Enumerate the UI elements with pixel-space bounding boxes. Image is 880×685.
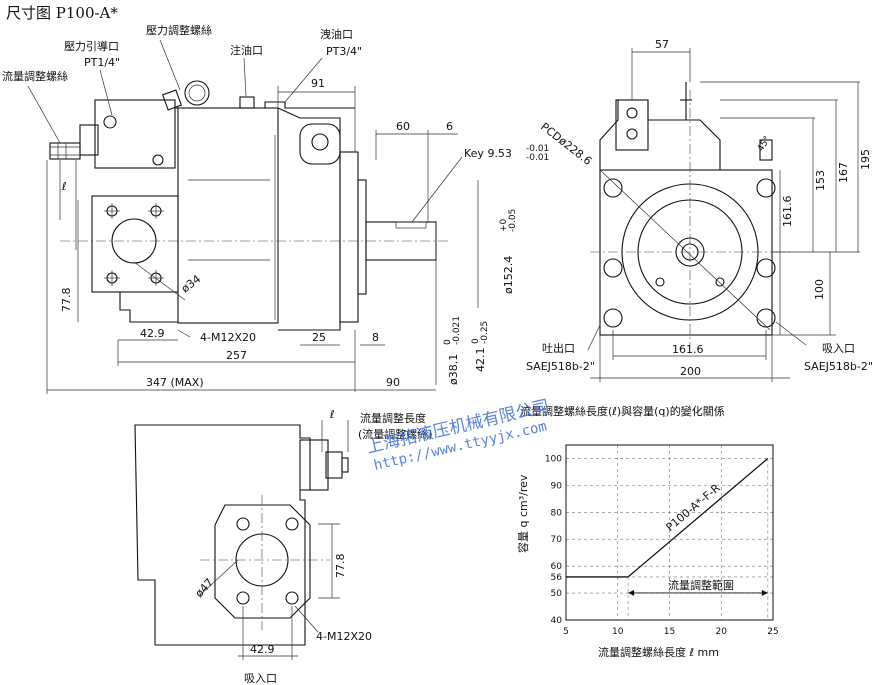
chart-axes [565,444,774,621]
front-view: 91 60 6 Key 9.53 -0.01 -0.01 ø152.4 +0 -… [2,23,549,394]
key-tol-lower: -0.01 [526,153,549,163]
y-tick-label: 80 [551,508,563,518]
flow-screw-label: 流量調整螺絲 [2,69,68,83]
dim-161-6-h: 161.6 [672,343,704,356]
y-tick-label: 56 [551,573,563,583]
chart-title: 流量調整螺絲長度(ℓ)與容量(q)的變化關係 [520,404,725,418]
pilot-block [94,99,176,169]
shaft-dia: ø38.1 [447,354,460,385]
bolts-label-2: 4-M12X20 [316,630,372,643]
outlet-flange [91,195,179,293]
shaft-tol-upper: 0 [443,339,453,345]
inlet-port-dia: ø47 [193,576,217,600]
spigot-tol-upper: +0 [499,218,509,232]
shaft-len: 42.1 [474,348,487,373]
ell-label-2: ℓ [329,408,335,421]
outlet-spec: SAEJ518b-2" [526,360,595,373]
dim-8: 8 [372,331,379,344]
dim-153: 153 [814,170,827,191]
chart-xlabel: 流量調整螺絲長度 ℓ mm [598,645,719,659]
range-arrow-head-left [628,589,635,596]
y-tick-label: 70 [551,535,563,545]
x-tick-label: 15 [664,627,675,637]
dim-77-8: 77.8 [60,288,73,313]
mounting-flange [339,151,359,323]
x-tick-label: 25 [767,627,778,637]
spigot-dia: ø152.4 [502,256,515,294]
drain-port-size: PT3/4" [326,45,362,58]
side-view: PCDø228.6 45° 57 195 167 153 161.6 100 1… [526,38,873,382]
dim-6: 6 [446,120,453,133]
chart-series [566,457,769,620]
dim-25: 25 [312,331,326,344]
pilot-port-size: PT1/4" [84,56,120,69]
y-tick-label: 50 [551,589,563,599]
inlet-flange [214,504,311,619]
inlet-view: ℓ 流量調整長度 (流量調整螺絲) 77.8 ø47 4-M12X20 42.9… [134,408,433,685]
drain-port-label: 洩油口 [320,27,353,41]
dim-347: 347 (MAX) [146,376,204,389]
inlet-label: 吸入口 [822,342,855,355]
x-tick-label: 5 [563,627,569,637]
dim-200: 200 [680,365,701,378]
dim-42-9: 42.9 [140,327,165,340]
pressure-handwheel [184,80,210,106]
outlet-port [111,218,157,264]
shaft-len-tol-lower: -0.25 [480,321,490,344]
flow-chart: 流量調整螺絲長度(ℓ)與容量(q)的變化關係 容量 q cm³/rev 流量調整… [516,404,779,659]
spigot-tol-lower: -0.05 [508,209,518,232]
dim-60: 60 [396,120,410,133]
ell-label: ℓ [61,180,67,193]
dim-161-6-v: 161.6 [781,196,794,228]
pressure-screw-label: 壓力調整螺絲 [146,23,212,37]
shaft-len-tol-upper: 0 [471,338,481,344]
flow-length-label: 流量調整長度 [360,411,426,425]
x-tick-label: 20 [716,627,728,637]
plot-frame [565,444,774,621]
dim-100: 100 [813,279,826,300]
dim-167: 167 [837,162,850,183]
watermark: 上海拓液压机械有限公司 http://www.ttyyjx.com [365,396,552,474]
flow-screw-label-2: (流量調整螺絲) [358,427,433,441]
range-annotation: 流量調整範圍 [668,578,734,592]
pilot-port-label: 壓力引導口 [64,39,119,53]
y-tick-label: 100 [545,454,562,464]
dim-42-9-b: 42.9 [250,643,275,656]
dim-77-8-b: 77.8 [334,554,347,579]
chart-ylabel: 容量 q cm³/rev [516,474,530,553]
lifting-eye [299,123,341,165]
angle-label: 45° [756,135,773,154]
y-tick-label: 60 [551,562,563,572]
bolts-label: 4-M12X20 [200,331,256,344]
dim-195: 195 [859,149,872,170]
series-line [627,457,769,578]
shaft-tol-lower: -0.021 [452,316,462,345]
fill-plug [239,96,255,109]
dim-257: 257 [226,349,247,362]
x-tick-label: 10 [612,627,624,637]
y-tick-label: 40 [551,616,563,626]
outlet-label: 吐出口 [542,341,575,355]
page-title: 尺寸图 P100-A* [6,4,118,22]
inlet-spec: SAEJ518b-2" [804,360,873,373]
dim-90: 90 [386,376,400,389]
inlet-label-2: 吸入口 [244,672,277,685]
dim-91: 91 [311,77,325,90]
flow-screw-boss [79,124,99,156]
key-label: Key 9.53 [464,147,512,160]
pump-housing [177,107,279,324]
fill-port-label: 注油口 [230,43,263,57]
series-label: P100-A*-F-R [664,481,723,534]
range-arrow-head-right [761,589,768,596]
dim-57: 57 [655,38,669,51]
key-tol-upper: -0.01 [526,144,549,154]
flow-screw [49,142,81,160]
port-dia: ø34 [179,272,203,295]
y-tick-label: 90 [551,481,563,491]
